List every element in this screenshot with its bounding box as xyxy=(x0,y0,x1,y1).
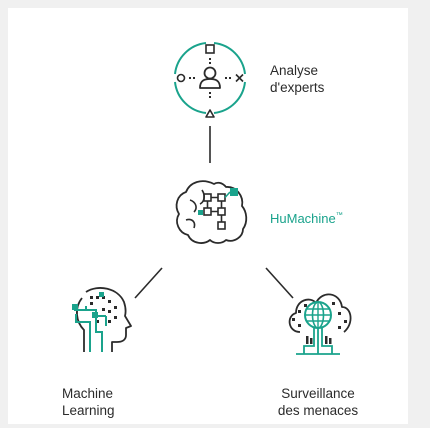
machine-learning-label-line2: Learning xyxy=(62,403,115,418)
experts-label-line2: d'experts xyxy=(270,80,325,95)
threat-surveillance-label-line1: Surveillance xyxy=(281,386,355,401)
cloud-globe-icon xyxy=(288,293,352,355)
experts-label: Analyse d'experts xyxy=(270,62,324,96)
experts-label-line1: Analyse xyxy=(270,63,319,78)
machine-learning-label: Machine Learning xyxy=(62,385,115,419)
trademark-symbol: ™ xyxy=(335,212,343,219)
humachine-label-text: HuMachine xyxy=(270,211,336,226)
threat-surveillance-label-line2: des menaces xyxy=(277,403,359,418)
humachine-label: HuMachine™ xyxy=(270,207,343,227)
connector-humachine-ml xyxy=(134,267,163,299)
threat-surveillance-label: Surveillance des menaces xyxy=(273,385,363,419)
expert-analysis-icon xyxy=(174,42,246,118)
brain-network-icon xyxy=(175,180,248,244)
head-circuit-icon xyxy=(72,287,132,352)
connector-humachine-threats xyxy=(265,267,294,299)
machine-learning-label-line1: Machine xyxy=(62,386,114,401)
